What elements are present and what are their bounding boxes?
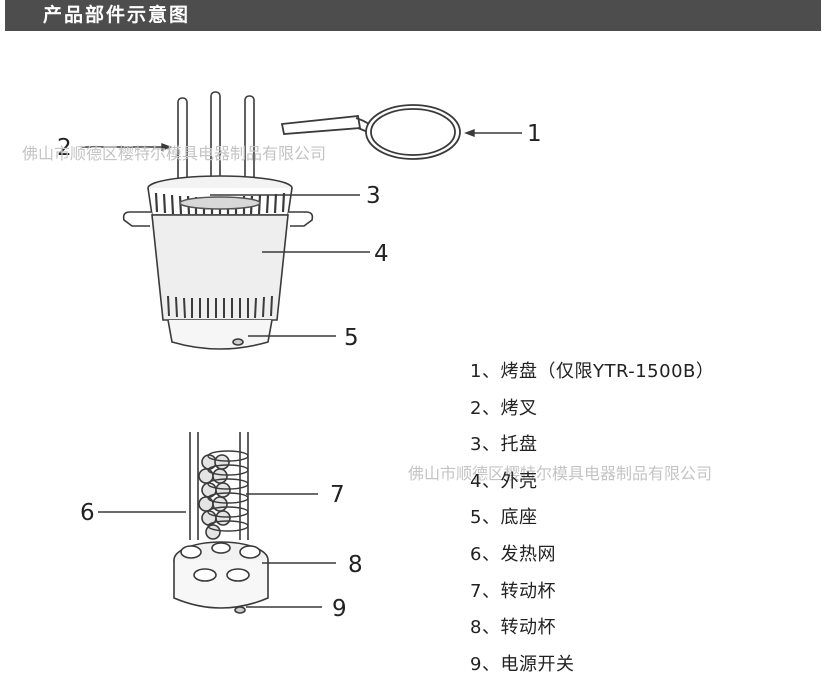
parts-list-item: 4、外壳	[470, 470, 538, 492]
section-title: 产品部件示意图	[43, 4, 191, 26]
internal-assembly-illustration	[173, 432, 269, 614]
assembled-grill-illustration	[122, 91, 314, 350]
heating-coil-drawing	[207, 450, 249, 532]
callout-8: 8	[348, 552, 363, 578]
parts-list: 1、烤盘（仅限YTR-1500B） 2、烤叉 3、托盘 4、外壳 5、底座 6、…	[470, 354, 714, 683]
product-parts-diagram: 1 2 3 4 5 6 7 8 9	[57, 91, 542, 622]
callout-1: 1	[527, 121, 542, 147]
base-drawing	[167, 319, 273, 350]
parts-list-item: 1、烤盘（仅限YTR-1500B）	[470, 361, 715, 382]
rotating-cups-drawing	[173, 541, 269, 609]
callout-3: 3	[366, 183, 381, 209]
section-header-bar: 产品部件示意图	[5, 0, 821, 31]
callout-numbers: 1 2 3 4 5 6 7 8 9	[57, 121, 542, 622]
callout-7: 7	[330, 482, 345, 508]
watermark-text: 佛山市顺德区樱特尔模具电器制品有限公司	[22, 144, 327, 163]
food-balls-drawing	[198, 454, 231, 540]
parts-list-item: 8、转动杯	[470, 617, 556, 639]
callout-2: 2	[57, 135, 72, 161]
watermark-text: 佛山市顺德区樱特尔模具电器制品有限公司	[408, 464, 713, 483]
right-handle-drawing	[288, 211, 314, 227]
parts-list-item: 3、托盘	[470, 434, 538, 456]
parts-list-item: 2、烤叉	[470, 397, 538, 419]
power-switch-drawing	[234, 606, 246, 614]
leader-lines	[82, 128, 522, 608]
parts-list-item: 9、电源开关	[470, 653, 575, 675]
callout-4: 4	[374, 241, 389, 267]
left-handle-drawing	[122, 211, 152, 227]
parts-list-item: 5、底座	[470, 507, 538, 529]
outer-shell-drawing	[151, 214, 289, 321]
callout-5: 5	[344, 325, 359, 351]
power-switch-small-drawing	[232, 338, 244, 346]
grill-pan-drawing	[280, 104, 461, 160]
parts-list-item: 6、发热网	[470, 543, 556, 565]
callout-6: 6	[80, 500, 95, 526]
lower-vents-drawing	[167, 295, 273, 319]
parts-list-item: 7、转动杯	[470, 580, 556, 602]
callout-9: 9	[332, 596, 347, 622]
